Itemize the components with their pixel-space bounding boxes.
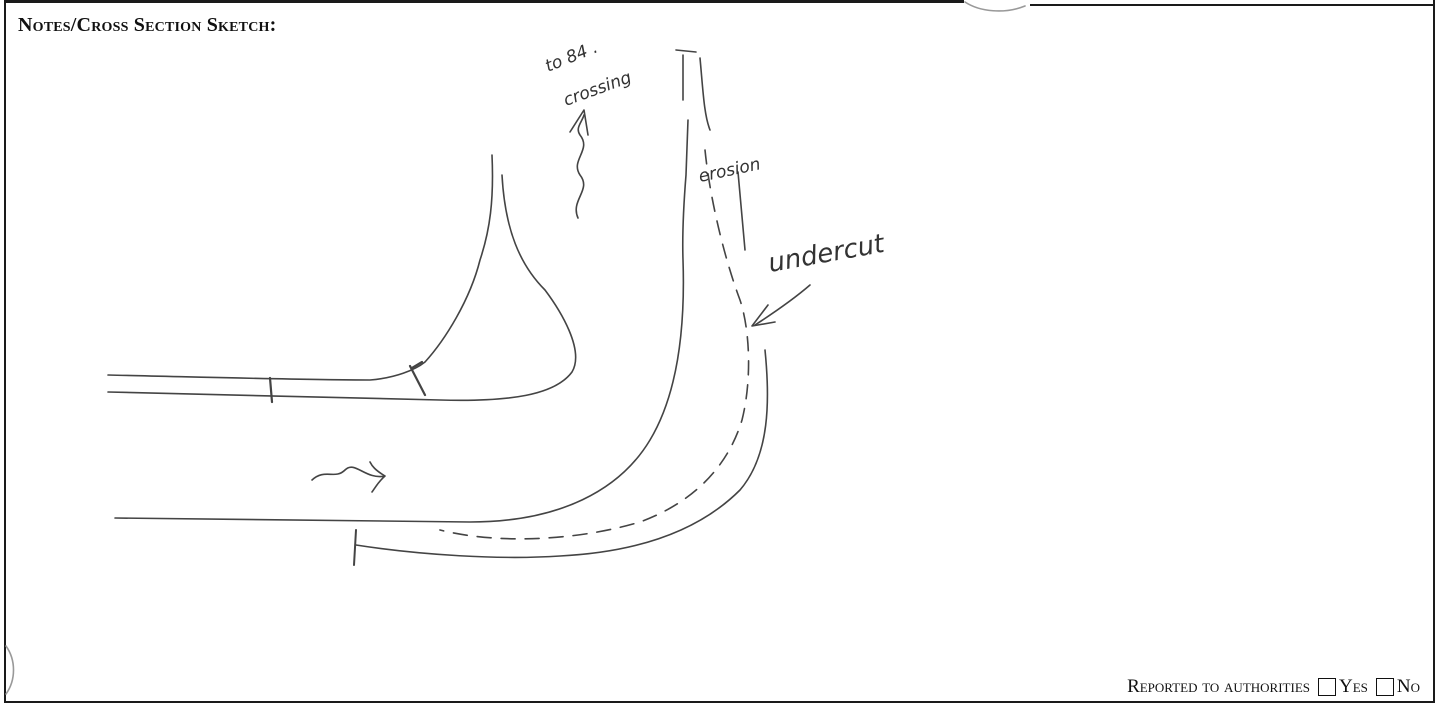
- tributary-lower-bank: [108, 175, 576, 400]
- reported-label: Reported to authorities: [1127, 676, 1310, 698]
- annotation-to-crossing-2: crossing: [561, 68, 635, 111]
- yes-checkbox[interactable]: [1318, 678, 1336, 696]
- tributary-upper-bank: [108, 155, 493, 380]
- squiggle-arrow: [576, 115, 584, 218]
- corner-scribble: [965, 2, 1025, 11]
- undercut-arrow-head: [752, 305, 775, 326]
- flow-arrow: [312, 462, 385, 492]
- annotation-undercut: undercut: [766, 229, 887, 279]
- yes-label: Yes: [1339, 676, 1368, 698]
- margin-mark: [6, 646, 14, 694]
- tributary-tick-2: [410, 366, 425, 395]
- tributary-tick-1: [270, 378, 272, 402]
- no-label: No: [1397, 676, 1420, 698]
- undercut-arrow: [755, 285, 810, 325]
- crossing-marker-right: [700, 58, 710, 130]
- annotation-to-crossing-1: to 84 .: [542, 38, 600, 77]
- no-checkbox[interactable]: [1376, 678, 1394, 696]
- upper-outer-bank: [738, 172, 745, 250]
- reported-to-authorities-row: Reported to authorities Yes No: [1127, 676, 1420, 698]
- channel-inner-bank: [115, 120, 688, 522]
- crossing-marker: [676, 50, 696, 100]
- erosion-dashed-line: [440, 150, 749, 539]
- end-tick: [354, 530, 356, 565]
